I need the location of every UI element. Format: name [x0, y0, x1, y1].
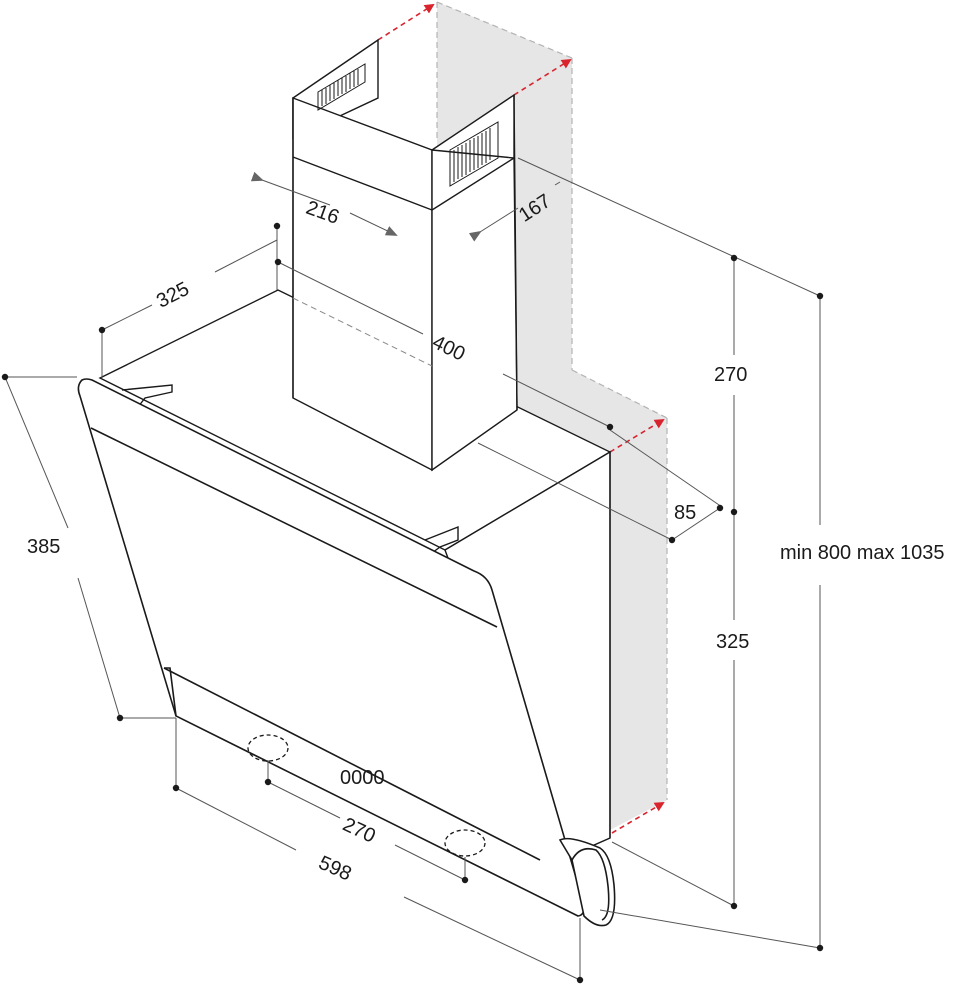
wall-outline [436, 1, 668, 800]
dim-hood-width: 598 [315, 852, 354, 886]
chimney-band-right [431, 157, 515, 211]
arrow-chimney-top-left [377, 3, 435, 41]
dim-hood-depth: 325 [153, 278, 193, 313]
glass-top-band [90, 427, 498, 628]
dim-hood-height-left: 385 [27, 536, 60, 558]
dim-hood-height-right: 325 [716, 631, 749, 653]
dim-chimney-height: 270 [714, 364, 747, 386]
hood-bracket-right [424, 525, 459, 554]
chimney-base-hidden-line [292, 297, 433, 367]
hood-bracket-left [121, 384, 173, 408]
chimney-band-left [292, 156, 433, 211]
dim-total-height: min 800 max 1035 [780, 542, 945, 564]
control-knob-right [444, 829, 486, 857]
dimension-endpoints [1, 222, 824, 984]
hood-bottom-lip [558, 837, 616, 927]
chimney [292, 38, 518, 472]
arrow-hood-top [609, 418, 665, 453]
control-strip [164, 667, 177, 717]
arrow-chimney-top-right [513, 58, 572, 96]
dim-control-spacing: 270 [339, 814, 379, 848]
dimension-lines [4, 157, 821, 981]
wall-mount-arrows [377, 3, 665, 834]
control-knob-left [247, 734, 289, 762]
chimney-vent-back [317, 63, 366, 111]
chimney-vent-side [449, 121, 499, 187]
arrow-hood-bottom [611, 801, 665, 834]
glass-panel [77, 378, 616, 927]
dim-wall-offset: 85 [674, 502, 696, 524]
control-display: 0000 [340, 767, 385, 789]
